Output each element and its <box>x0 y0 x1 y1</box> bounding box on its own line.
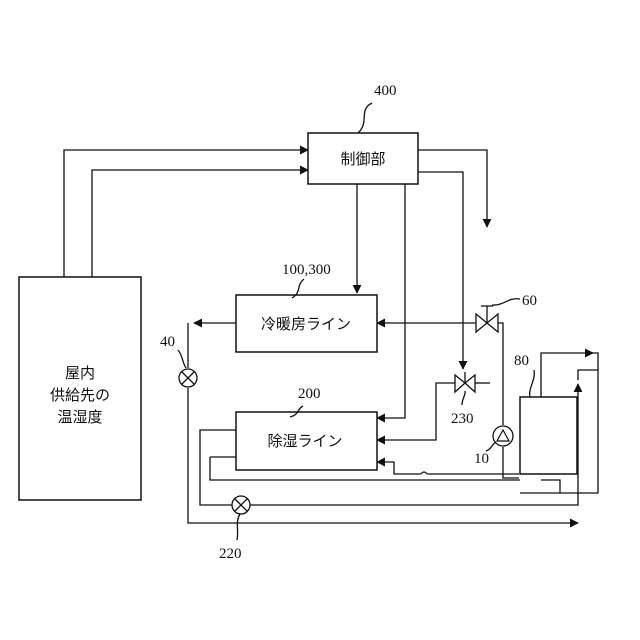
cooling-heating-line-block: 冷暖房ライン <box>236 295 377 352</box>
valve-230-icon <box>455 372 475 392</box>
ref-100-300: 100,300 <box>282 262 331 278</box>
ref-80: 80 <box>514 353 529 369</box>
cooling-heating-line-label: 冷暖房ライン <box>261 316 351 333</box>
tank-80 <box>520 397 577 474</box>
ref-230: 230 <box>451 411 474 427</box>
indoor-block: 屋内 供給先の 温湿度 <box>19 277 141 500</box>
valve-60-icon <box>476 306 498 332</box>
dehumidify-line-label: 除湿ライン <box>267 433 342 450</box>
indoor-label-line2: 供給先の <box>50 387 110 404</box>
valve-220-icon <box>232 496 250 514</box>
controller-label: 制御部 <box>340 151 385 168</box>
ref-10: 10 <box>474 451 489 467</box>
ref-40: 40 <box>160 334 175 350</box>
ref-200: 200 <box>298 386 321 402</box>
pump-10-icon <box>493 426 513 446</box>
dehumidify-line-block: 除湿ライン <box>236 412 377 470</box>
ref-400: 400 <box>374 83 397 99</box>
valve-40-icon <box>179 369 197 387</box>
ref-220: 220 <box>219 546 242 562</box>
indoor-label-line3: 温湿度 <box>57 409 102 426</box>
ref-60: 60 <box>522 293 537 309</box>
indoor-label-line1: 屋内 <box>65 365 95 382</box>
controller-block: 制御部 <box>308 133 418 184</box>
